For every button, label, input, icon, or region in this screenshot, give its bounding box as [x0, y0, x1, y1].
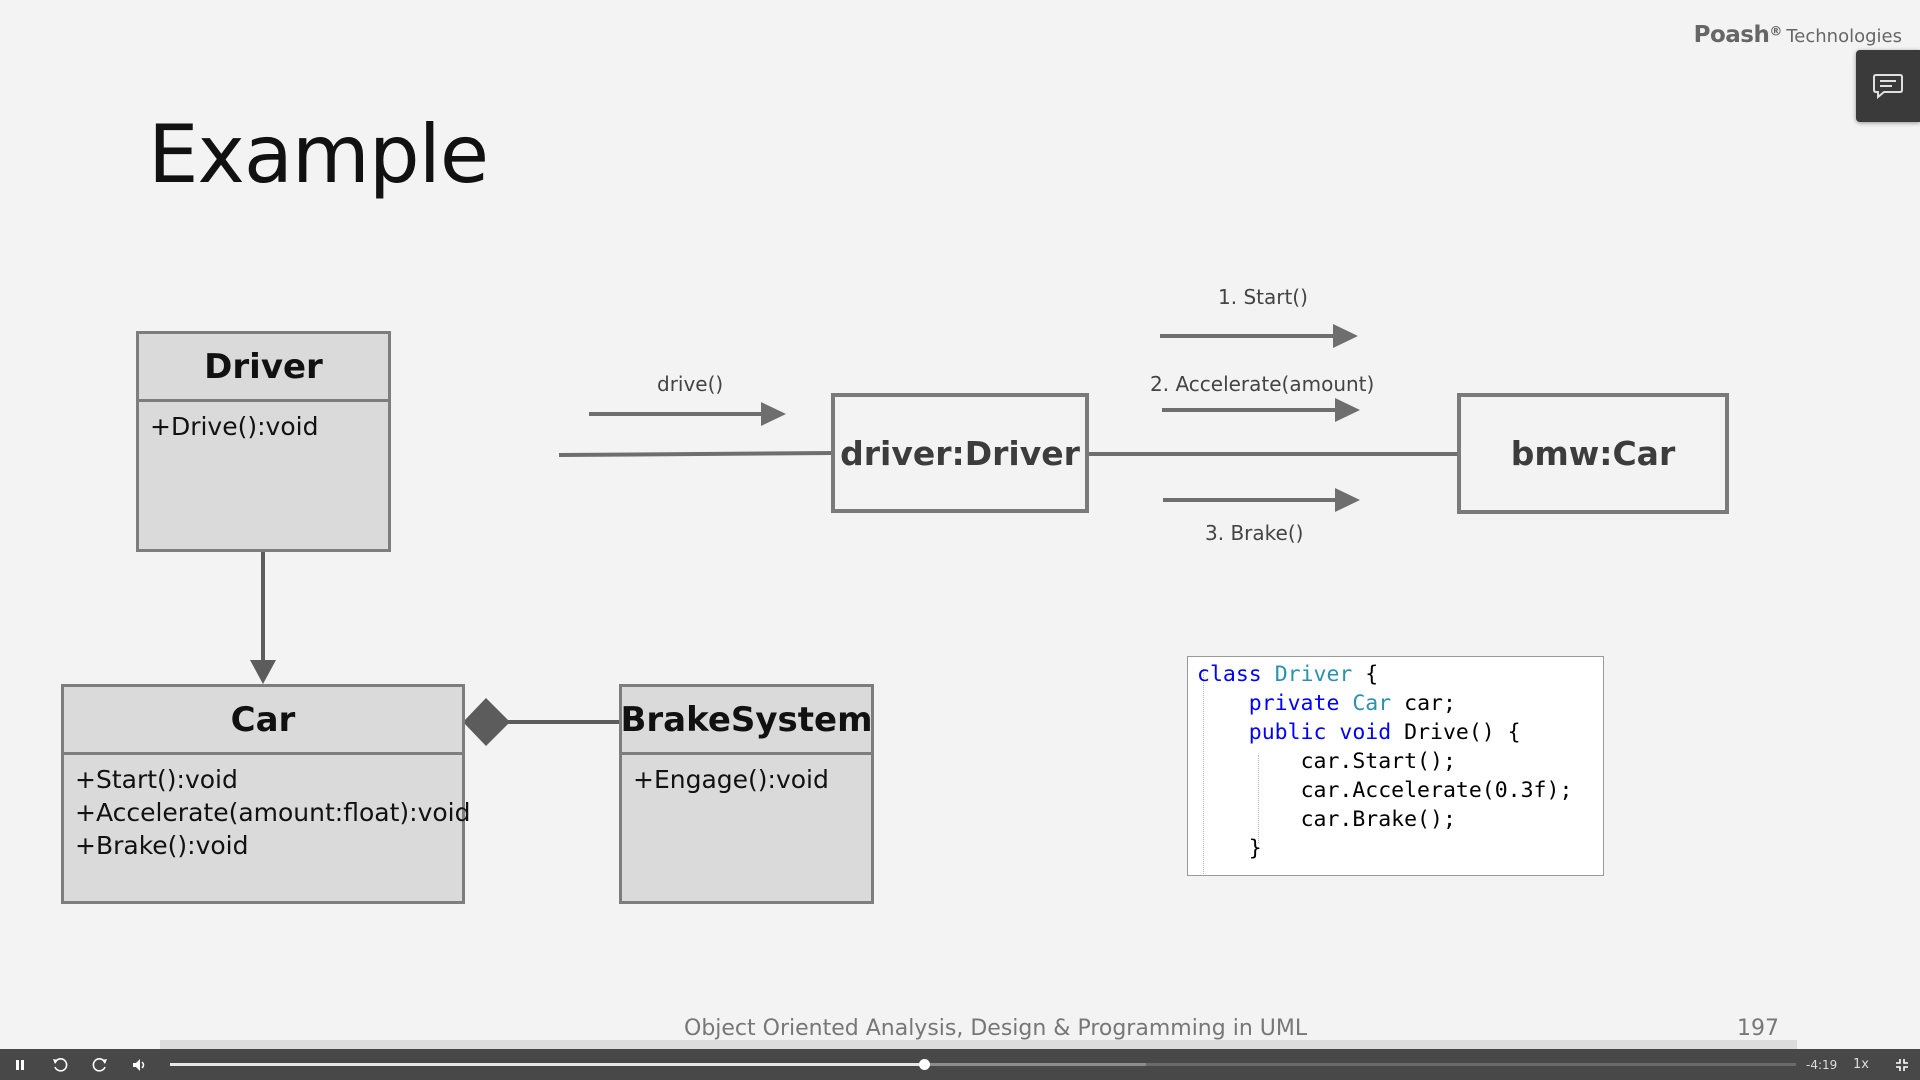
slide-title: Example	[148, 108, 489, 201]
exit-fullscreen-icon	[1896, 1058, 1908, 1071]
rewind-button[interactable]	[44, 1049, 76, 1080]
indent-guide	[1203, 669, 1204, 874]
uml-class-car: Car +Start():void +Accelerate(amount:flo…	[61, 684, 471, 904]
code-line: class Driver {	[1197, 662, 1379, 687]
method-start: +Start():void	[75, 765, 238, 794]
method-engage: +Engage():void	[633, 765, 829, 794]
message-accelerate-label: 2. Accelerate(amount)	[1150, 372, 1375, 396]
video-player-bar: -4:19 1x	[0, 1049, 1920, 1080]
footer-divider	[160, 1040, 1797, 1050]
slide-footer: Object Oriented Analysis, Design & Progr…	[684, 1016, 1308, 1041]
playback-speed-button[interactable]: 1x	[1853, 1057, 1869, 1072]
fullscreen-button[interactable]	[1886, 1049, 1918, 1080]
message-start-label: 1. Start()	[1218, 285, 1308, 309]
class-name-brakesystem: BrakeSystem	[621, 687, 873, 755]
method-brake: +Brake():void	[75, 831, 249, 860]
method-drive: +Drive():void	[150, 412, 319, 441]
object-car: bmw:Car	[1457, 393, 1729, 514]
class-methods-car: +Start():void +Accelerate(amount:float):…	[64, 755, 471, 870]
indent-guide	[1258, 755, 1259, 843]
brand-name: Poash	[1693, 22, 1770, 48]
object-driver: driver:Driver	[831, 393, 1089, 513]
volume-button[interactable]	[124, 1049, 156, 1080]
chat-button[interactable]	[1856, 50, 1920, 122]
class-name-car: Car	[64, 687, 462, 755]
code-snippet: class Driver { private Car car; public v…	[1187, 656, 1604, 876]
forward-icon	[92, 1057, 107, 1072]
forward-button[interactable]	[84, 1049, 116, 1080]
code-line: car.Start();	[1300, 749, 1456, 774]
seek-bar[interactable]	[170, 1059, 1796, 1070]
brand-registered-mark: ®	[1769, 24, 1783, 40]
code-line: car.Accelerate(0.3f);	[1300, 778, 1573, 803]
code-line: }	[1248, 836, 1262, 861]
volume-icon	[133, 1058, 145, 1071]
time-remaining: -4:19	[1806, 1058, 1838, 1072]
uml-class-brakesystem: BrakeSystem +Engage():void	[619, 684, 874, 904]
code-line: car.Brake();	[1300, 807, 1456, 832]
page-number: 197	[1737, 1016, 1779, 1041]
brand-logo: Poash®Technologies	[1694, 22, 1902, 48]
seek-progress	[170, 1063, 925, 1066]
class-methods-brakesystem: +Engage():void	[622, 755, 871, 804]
code-line: private Car car;	[1248, 691, 1456, 716]
pause-icon	[16, 1059, 24, 1070]
message-brake-label: 3. Brake()	[1205, 521, 1304, 545]
method-accelerate: +Accelerate(amount:float):void	[75, 798, 471, 827]
message-drive-label: drive()	[657, 372, 724, 396]
chat-icon	[1873, 74, 1903, 100]
pause-button[interactable]	[4, 1049, 36, 1080]
uml-class-driver: Driver +Drive():void	[136, 331, 391, 552]
class-name-driver: Driver	[139, 334, 388, 402]
seek-handle[interactable]	[919, 1059, 931, 1070]
class-methods-driver: +Drive():void	[139, 402, 388, 451]
code-line: public void Drive() {	[1248, 720, 1521, 745]
rewind-icon	[53, 1057, 68, 1072]
brand-tagline: Technologies	[1786, 26, 1902, 47]
